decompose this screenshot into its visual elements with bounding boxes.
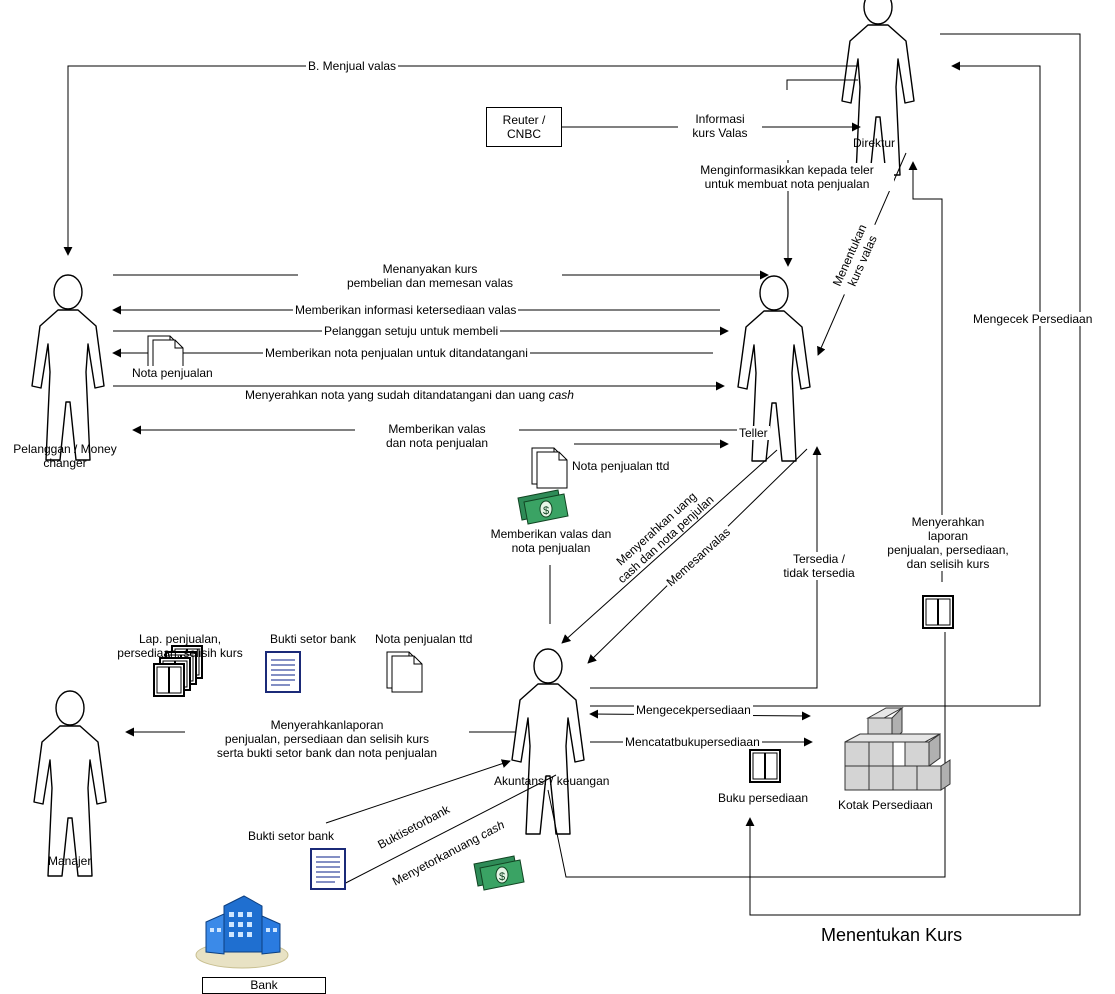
nota-ttd2-doc-2 (391, 655, 423, 693)
doc-bukti-setor-bank: Bukti setor bank (270, 632, 357, 646)
flow-memberikan-valas: Memberikan valas dan nota penjualan (355, 422, 519, 450)
kotak-persediaan-boxes (844, 706, 951, 791)
actor-direktur-label: Direktur (853, 136, 896, 150)
money-icon-2 (473, 855, 525, 891)
doc-nota-penjualan-ttd-2: Nota penjualan ttd (375, 632, 473, 646)
actor-pelanggan-label: Pelanggan / Money changer (13, 442, 117, 470)
flow-mengecek-persediaan-right: Mengecek Persediaan (971, 312, 1095, 326)
laporan-book (922, 595, 954, 629)
flow-menyerahkan-nota-cash: cash (548, 388, 574, 402)
flow-menentukan-kurs-bottom: Menentukan Kurs (821, 925, 963, 945)
flow-memberikan-informasi: Memberikan informasi ketersediaan valas (293, 303, 519, 317)
flow-mengecek-persediaan: Mengecekpersediaan (634, 703, 753, 717)
manajer-figure (33, 690, 107, 877)
money-icon-1 (517, 489, 569, 525)
flow-tersedia: Tersedia / tidak tersedia (767, 552, 871, 580)
flow-menyerahkan-laporan-manajer: Menyerahkanlaporan penjualan, persediaan… (185, 718, 469, 760)
doc-lap-penjualan: Lap. penjualan, persediaan, selisih kurs (117, 632, 243, 660)
flow-menyerahkan-laporan: Menyerahkan laporan penjualan, persediaa… (866, 515, 1030, 571)
doc-buku-persediaan: Buku persediaan (718, 791, 809, 805)
bukti-setor-doc-1 (265, 651, 301, 693)
flow-mencatat: Mencatatbukupersediaan (623, 735, 762, 749)
document-icons (147, 335, 954, 891)
buku-persediaan-book (749, 749, 781, 783)
flow-informasi-kurs: Informasi kurs Valas (678, 112, 762, 140)
flow-menyerahkan-nota-text: Menyerahkan nota yang sudah ditandatanga… (245, 388, 549, 402)
bukti-setor-doc-2 (310, 848, 346, 890)
actor-teller-label: Teller (737, 426, 770, 440)
nota-ttd-doc-2 (536, 451, 568, 489)
bank-building-icon (195, 895, 289, 969)
flow-menginformasikan: Menginformasikkan kepada teler untuk mem… (680, 163, 894, 191)
flow-menyerahkan-nota: Menyerahkan nota yang sudah ditandatanga… (243, 388, 576, 402)
flow-memberikan-valas-nota: Memberikan valas dan nota penjualan (490, 527, 612, 555)
actor-manajer-label: Manajer (48, 854, 92, 868)
actor-akuntansi-label: Akuntansi / keuangan (494, 774, 610, 788)
bank-label-box: Bank (202, 977, 326, 994)
doc-bukti-setor-bank-2: Bukti setor bank (248, 829, 335, 843)
flow-menjual-valas: B. Menjual valas (306, 59, 399, 73)
doc-nota-penjualan-ttd: Nota penjualan ttd (570, 459, 672, 473)
flow-menanyakan-kurs: Menanyakan kurs pembelian dan memesan va… (298, 262, 562, 290)
flow-pelanggan-setuju: Pelanggan setuju untuk membeli (322, 324, 501, 338)
akuntansi-figure (511, 648, 585, 835)
doc-kotak-persediaan: Kotak Persediaan (838, 798, 933, 812)
pelanggan-figure (31, 274, 105, 461)
doc-nota-penjualan: Nota penjualan (130, 366, 215, 380)
reuter-cnbc-box: Reuter / CNBC (486, 107, 562, 147)
flow-memberikan-nota: Memberikan nota penjualan untuk ditandat… (263, 346, 530, 360)
